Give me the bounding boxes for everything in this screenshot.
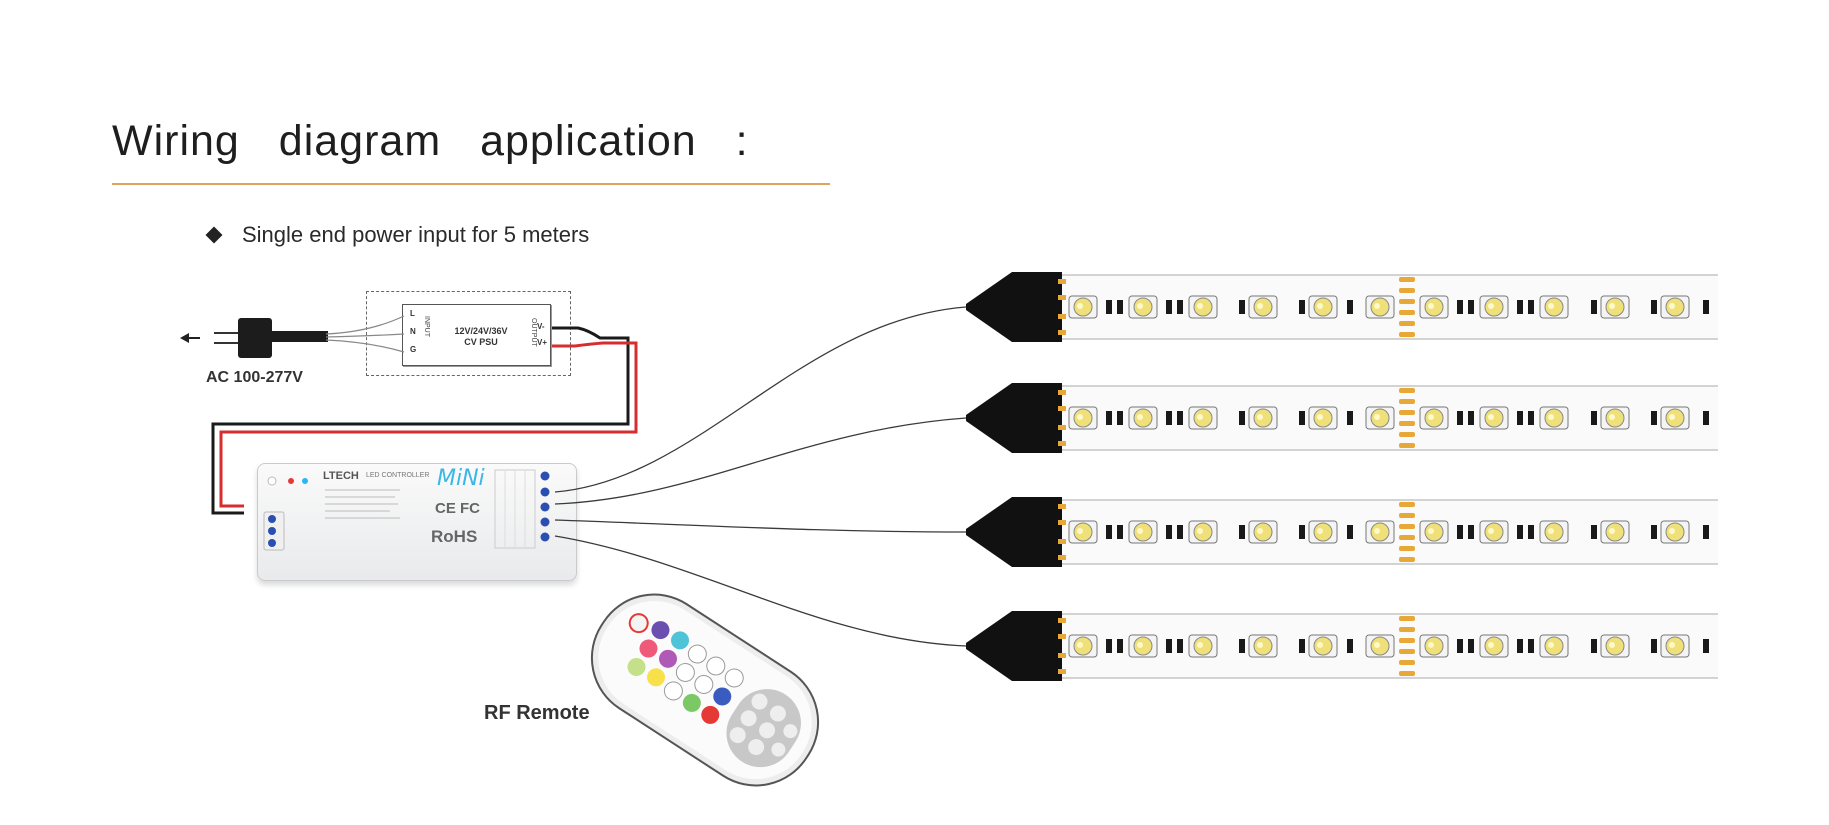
subtitle-row: Single end power input for 5 meters — [205, 222, 590, 248]
psu-terminal-l: L — [410, 309, 415, 318]
psu-terminal-n: N — [410, 327, 416, 336]
page-title: Wiring diagram application : — [112, 117, 749, 165]
dc-power-wires — [211, 326, 638, 515]
rf-remote — [590, 593, 820, 787]
controller-brand-sub: LED CONTROLLER — [366, 472, 430, 479]
led-controller — [257, 463, 577, 581]
ac-wires — [325, 315, 405, 353]
psu-terminal-g: G — [410, 345, 417, 354]
led-strip-3 — [966, 497, 1718, 567]
psu-unit — [402, 304, 551, 366]
psu-dashed-outline — [366, 291, 571, 376]
psu-terminal-vminus: V- — [537, 322, 545, 331]
controller-brand: LTECH — [323, 470, 359, 482]
remote-buttons — [627, 613, 801, 768]
psu-label: 12V/24V/36V CV PSU — [454, 326, 508, 347]
title-underline — [112, 183, 830, 185]
ac-input-label: AC 100-277V — [206, 369, 303, 386]
controller-details — [263, 469, 550, 551]
subtitle-text: Single end power input for 5 meters — [242, 222, 590, 247]
plug-icon — [214, 318, 328, 358]
controller-rohs: RoHS — [431, 527, 478, 546]
led-strip-4 — [966, 611, 1718, 681]
led-strip-1 — [966, 272, 1718, 342]
psu-terminal-vplus: V+ — [537, 338, 548, 347]
arrow-left-icon — [180, 333, 200, 343]
controller-model: MiNi — [437, 466, 485, 491]
controller-certifications: CE FC — [435, 500, 480, 517]
strip-wires — [554, 306, 967, 647]
rf-remote-label: RF Remote — [484, 702, 590, 724]
led-strip-2 — [966, 383, 1718, 453]
